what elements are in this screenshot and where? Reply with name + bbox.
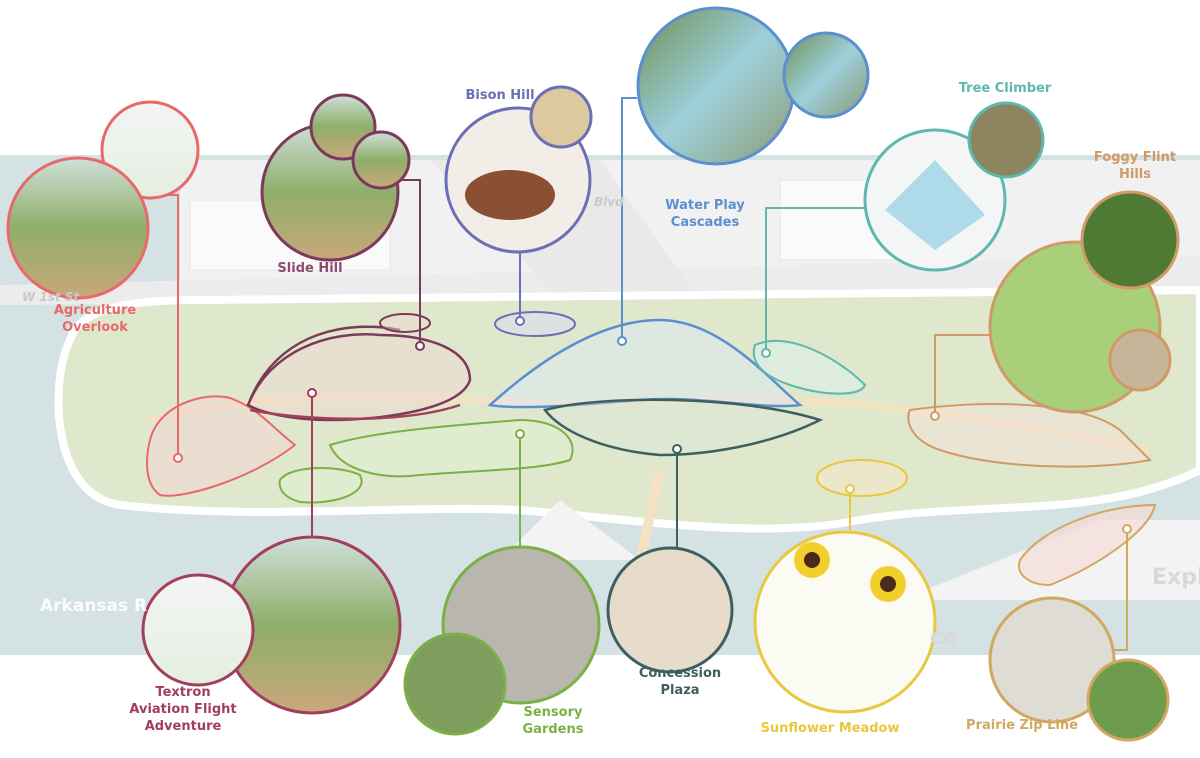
label-line: Foggy Flint: [1093, 150, 1177, 165]
label-line: Bison Hill: [465, 88, 535, 103]
label-prairie-zip-line: Prairie Zip Line: [966, 717, 1078, 734]
street-label-blvd: Blvd: [594, 195, 624, 209]
river-label: Arkansas R: [40, 596, 148, 616]
leader-zip-line: [1110, 532, 1128, 651]
zone-textron[interactable]: [249, 403, 461, 420]
zone-prairie-zip-line[interactable]: [1018, 503, 1157, 587]
label-line: Aviation Flight: [129, 702, 237, 717]
zone-concession-plaza[interactable]: [542, 398, 824, 457]
leader-foggy-flint: [934, 334, 990, 413]
photo-sensory-detail: [403, 632, 507, 736]
label-line: Gardens: [522, 722, 584, 737]
label-line: Agriculture: [53, 303, 137, 318]
zone-agriculture-overlook[interactable]: [146, 395, 297, 497]
label-line: Tree Climber: [958, 81, 1052, 96]
street-label-ce: ce: [930, 625, 958, 650]
label-line: Plaza: [660, 683, 700, 698]
leader-tree-climber: [765, 207, 866, 350]
label-line: Slide Hill: [277, 261, 343, 276]
label-sunflower-meadow: Sunflower Meadow: [761, 720, 900, 737]
zone-foggy-flint-hills[interactable]: [907, 403, 1153, 468]
photo-slide-hill-detail-2: [351, 130, 411, 190]
photo-sunflower-meadow: [753, 530, 937, 714]
label-line: Concession: [638, 666, 722, 681]
photo-water-play-detail: [782, 31, 870, 119]
label-line: Cascades: [670, 215, 740, 230]
photo-textron-detail: [141, 573, 255, 687]
zone-bison-hill[interactable]: [494, 311, 576, 337]
photo-agriculture-detail: [100, 100, 200, 200]
zone-water-play-cascades[interactable]: [487, 318, 804, 409]
photo-foggy-flint-detail-2: [1108, 328, 1172, 392]
label-bison-hill: Bison Hill: [465, 87, 534, 104]
street-label-w1st: W 1st St: [22, 290, 80, 304]
photo-foggy-flint-detail-1: [1080, 190, 1180, 290]
zone-sensory-gardens[interactable]: [278, 418, 574, 504]
label-line: Hills: [1118, 167, 1151, 182]
label-slide-hill: Slide Hill: [277, 260, 342, 277]
label-line: Prairie Zip Line: [966, 718, 1078, 733]
zone-sunflower-meadow[interactable]: [816, 459, 908, 497]
photo-water-play-cascades: [636, 6, 796, 166]
photo-bison-hill-detail: [529, 85, 593, 149]
label-line: Sunflower Meadow: [760, 721, 900, 736]
label-tree-climber: Tree Climber: [959, 80, 1052, 97]
label-line: Water Play: [665, 198, 745, 213]
photo-concession-plaza: [606, 546, 734, 674]
leader-water-play: [621, 97, 637, 338]
street-label-expl: Expl: [1152, 565, 1200, 590]
photo-tree-climber-detail: [967, 101, 1045, 179]
label-line: Overlook: [62, 320, 128, 335]
label-line: Textron: [155, 685, 211, 700]
leader-slide-hill: [395, 179, 421, 343]
label-line: Adventure: [144, 719, 222, 734]
photo-agriculture-overlook: [6, 156, 150, 300]
photo-zip-line-detail: [1086, 658, 1170, 742]
zone-tree-climber[interactable]: [752, 340, 867, 395]
label-line: Sensory: [523, 705, 583, 720]
photo-prairie-zip-line: [988, 596, 1116, 724]
